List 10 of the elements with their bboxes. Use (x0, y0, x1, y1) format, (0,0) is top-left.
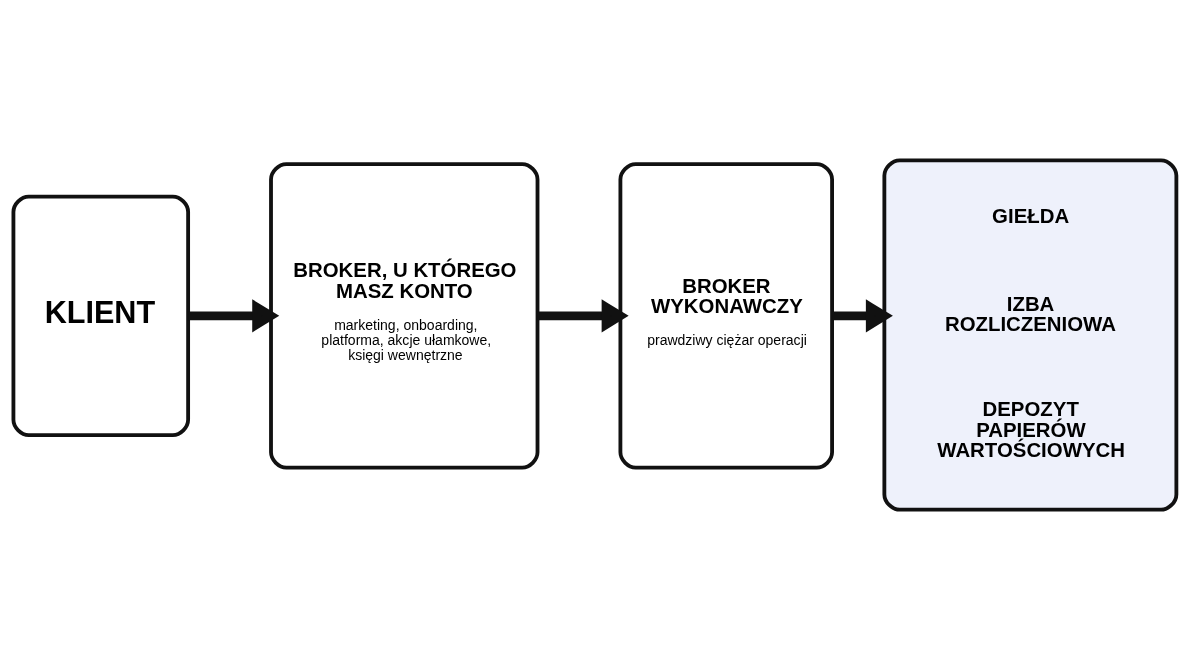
arrow (188, 299, 280, 333)
node-box: BROKER WYKONAWCZY prawdziwy ciężar operacji (618, 162, 834, 470)
arrow (832, 299, 893, 333)
arrow (537, 299, 629, 333)
node-text: DEPOZYT PAPIERÓW WARTOŚCIOWYCH (937, 398, 1125, 462)
node-box: KLIENT (11, 194, 191, 437)
node-box: BROKER, U KTÓREGO MASZ KONTO marketing, onboarding, platforma, akcje ułamkowe, księgi wewnętrzne (269, 162, 540, 470)
node-text: IZBA ROZLICZENIOWA (944, 292, 1116, 335)
node-text: GIEŁDA (992, 204, 1070, 227)
cluster (882, 158, 1179, 512)
